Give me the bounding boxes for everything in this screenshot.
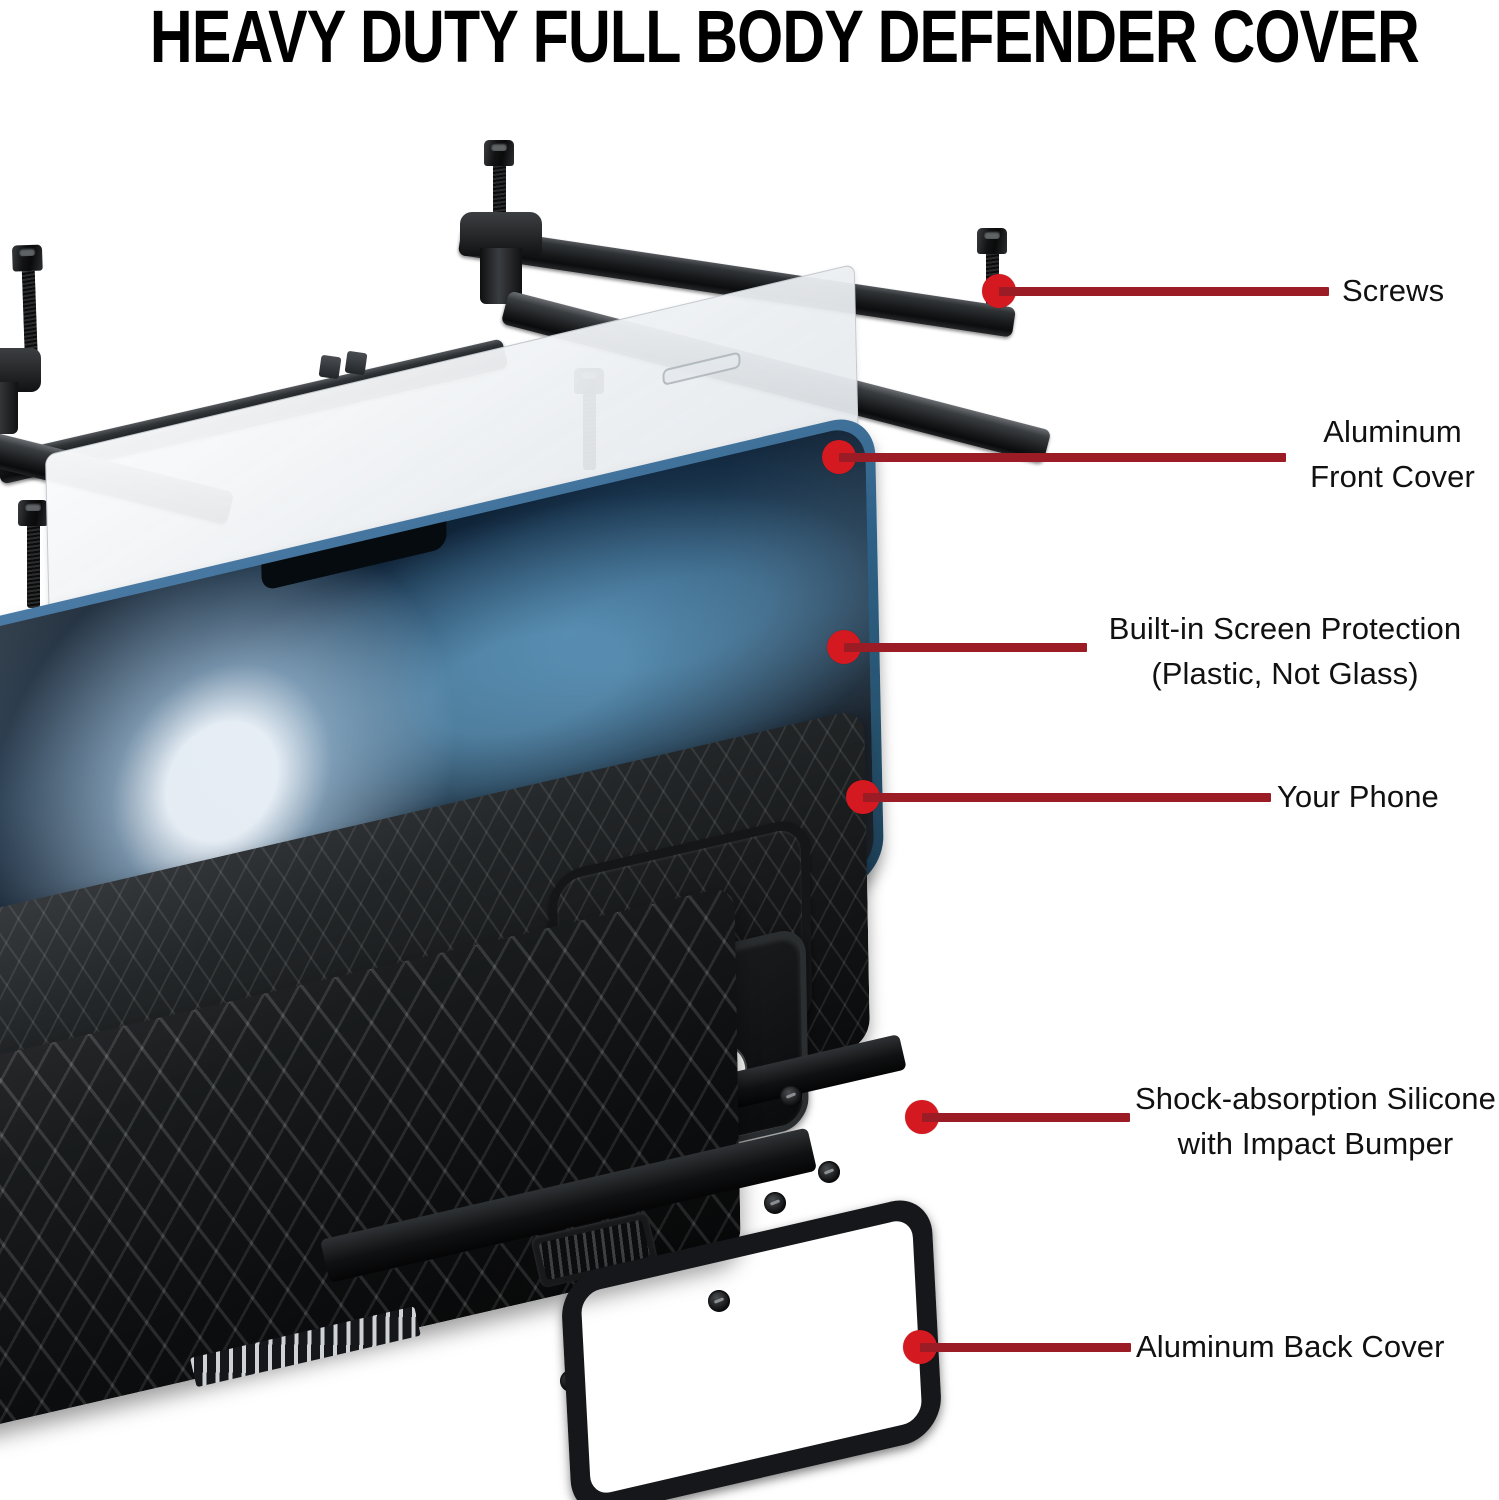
frame-button-pad [318,354,342,380]
screw-hole-icon [560,1370,582,1392]
screw-hole-icon [764,1192,786,1214]
callout-line-aluminum-front [839,453,1286,462]
callout-label-aluminum-front: Aluminum Front Cover [1286,409,1499,499]
screw-hole-icon [780,1085,802,1107]
callout-label-aluminum-front-line1: Aluminum [1323,414,1462,449]
callout-label-aluminum-front-line2: Front Cover [1310,459,1475,494]
callout-label-screen-protection-line2: (Plastic, Not Glass) [1151,656,1419,691]
callout-label-silicone: Shock-absorption Silicone with Impact Bu… [1132,1076,1499,1166]
callout-label-silicone-line2: with Impact Bumper [1177,1126,1454,1161]
callout-line-silicone [922,1113,1130,1122]
callout-line-screen-protection [844,643,1087,652]
aluminum-back-cover-part [0,885,960,1500]
callout-label-screws: Screws [1342,273,1445,308]
callout-line-your-phone [863,793,1271,802]
screw-hole-icon [708,1290,730,1312]
screw-hole-icon [818,1161,840,1183]
callout-label-your-phone: Your Phone [1277,779,1439,814]
frame-screw-post [0,382,18,434]
frame-button-pad [344,350,368,376]
callout-line-screws [999,287,1329,296]
earpiece-slot-icon [662,351,741,387]
callout-label-screen-protection-line1: Built-in Screen Protection [1108,611,1462,646]
callout-line-aluminum-back [920,1343,1131,1352]
screw-icon [18,500,48,608]
callout-label-aluminum-back: Aluminum Back Cover [1136,1329,1445,1364]
silicone-bumper-part [0,707,970,1335]
callout-label-screen-protection: Built-in Screen Protection (Plastic, Not… [1089,606,1481,696]
page-title: HEAVY DUTY FULL BODY DEFENDER COVER [149,0,1420,78]
callout-label-silicone-line1: Shock-absorption Silicone [1135,1081,1496,1116]
